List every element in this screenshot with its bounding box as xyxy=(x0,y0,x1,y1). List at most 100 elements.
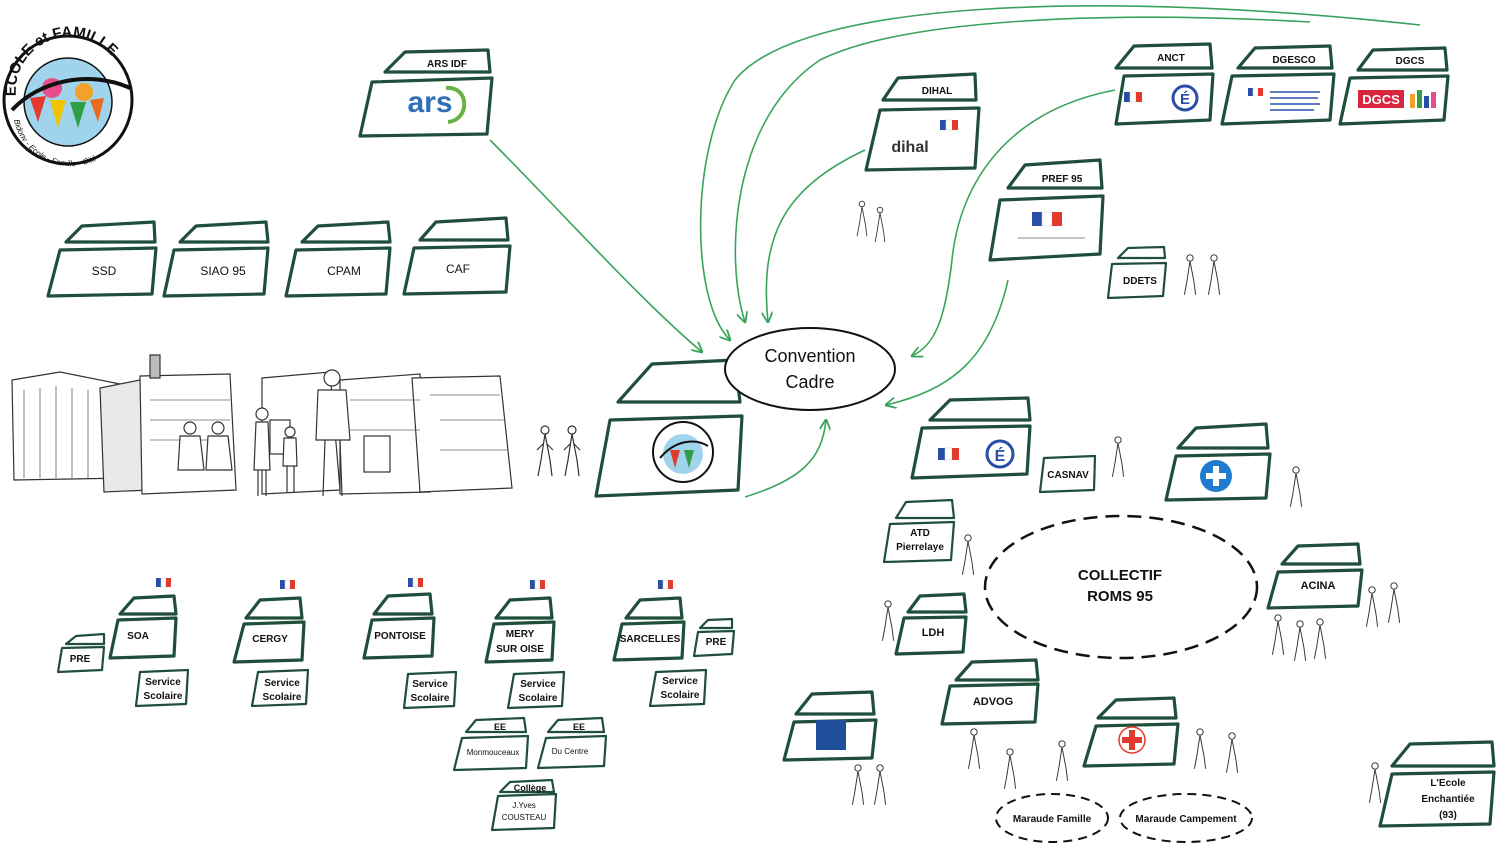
house-label-pref: PREF 95 xyxy=(1042,174,1083,185)
house-ee-du-centre: EE Du Centre xyxy=(536,716,608,770)
label-cergy: CERGY xyxy=(252,634,288,645)
svg-text:Service: Service xyxy=(145,677,181,688)
label-cpam: CPAM xyxy=(327,264,361,278)
svg-text:É: É xyxy=(995,446,1006,465)
svg-text:Service: Service xyxy=(264,678,300,689)
svg-text:EE: EE xyxy=(573,722,585,732)
dgesco-logo-lines xyxy=(1270,91,1320,111)
enchantee-line1: L'Ecole xyxy=(1430,778,1466,789)
svg-text:Scolaire: Scolaire xyxy=(519,693,558,704)
house-anct: ANCT É xyxy=(1114,42,1215,126)
collectif-line1: COLLECTIF xyxy=(1078,567,1162,584)
house-soa: SOA Service Scolaire xyxy=(108,577,190,708)
arrow-anct-to-convention xyxy=(912,89,1116,356)
house-sarcelles: SARCELLES Service Scolaire xyxy=(612,579,708,708)
svg-text:Service: Service xyxy=(520,679,556,690)
house-casnav: CASNAV xyxy=(1038,454,1097,494)
label-pontoise: PONTOISE xyxy=(374,631,426,642)
enchantee-line2: Enchantiée xyxy=(1421,794,1475,805)
house-mery-sur-oise: MERY SUR OISE Service Scolaire xyxy=(484,579,566,710)
ministry-e-icon xyxy=(1171,84,1199,112)
house-education-nationale: É xyxy=(910,396,1032,480)
label-atd-line2: Pierrelaye xyxy=(896,542,944,553)
house-ecole-famille-center xyxy=(594,358,744,498)
arrow-dihal-to-convention xyxy=(766,149,866,322)
ministry-e-icon xyxy=(985,439,1015,469)
dihal-logo-text: dihal xyxy=(891,139,928,156)
label-ssd: SSD xyxy=(92,264,117,278)
collectif-line2: ROMS 95 xyxy=(1087,588,1153,605)
house-pref-95: PREF 95 xyxy=(988,158,1105,262)
label-pre-left: PRE xyxy=(70,654,91,665)
house-label-dgesco: DGESCO xyxy=(1272,55,1316,66)
label-maraude-famille: Maraude Famille xyxy=(1013,814,1092,825)
svg-text:J.Yves: J.Yves xyxy=(512,801,536,810)
house-samu-social xyxy=(782,690,878,762)
house-pre-right: PRE xyxy=(692,617,736,658)
house-cpam: CPAM xyxy=(284,220,392,298)
label-casnav: CASNAV xyxy=(1047,470,1089,481)
label-atd-line1: ATD xyxy=(910,528,930,539)
dgcs-logo-text: DGCS xyxy=(1362,92,1400,107)
ecole-famille-logo: ECOLE et FAMILLE Bidonv - Ecole - Famill… xyxy=(2,24,134,168)
arrow-ecole-famille-to-convention xyxy=(744,420,826,498)
ars-logo-text: ars xyxy=(407,86,452,119)
house-label-ddets: DDETS xyxy=(1123,276,1157,287)
samu-logo-box xyxy=(816,720,846,750)
house-ddets: DDETS xyxy=(1106,245,1168,300)
label-mery-1: MERY xyxy=(506,629,535,640)
ars-logo-swoosh xyxy=(445,86,467,124)
maraude-campement: Maraude Campement xyxy=(1119,793,1253,843)
svg-text:Scolaire: Scolaire xyxy=(263,692,302,703)
svg-text:Scolaire: Scolaire xyxy=(411,693,450,704)
service-row: SSD SIAO 95 CPAM CAF xyxy=(46,216,512,298)
house-red-cross xyxy=(1082,696,1180,768)
dgcs-logo-box xyxy=(1358,90,1404,108)
house-advog: ADVOG xyxy=(940,658,1040,726)
svg-text:Service: Service xyxy=(662,676,698,687)
convention-cadre-node: Convention Cadre xyxy=(724,327,896,411)
label-ldh: LDH xyxy=(922,627,945,639)
house-ssd: SSD xyxy=(46,220,158,298)
house-atd-pierrelaye: ATD Pierrelaye xyxy=(882,498,956,564)
svg-text:Du Centre: Du Centre xyxy=(552,747,589,756)
svg-text:EE: EE xyxy=(494,722,506,732)
house-ars-idf: ARS IDF ars xyxy=(358,48,494,138)
convention-line2: Cadre xyxy=(785,372,834,392)
communes-row: PRE SOA Service Scolaire CERGY Service S… xyxy=(56,577,736,832)
house-medical xyxy=(1164,422,1272,502)
arrow-dgesco-to-convention xyxy=(734,16,1311,322)
arrow-dgcs-to-convention xyxy=(699,5,1421,340)
house-label-ars: ARS IDF xyxy=(427,59,467,70)
house-cergy: CERGY Service Scolaire xyxy=(232,579,310,708)
svg-text:É: É xyxy=(1180,91,1190,108)
label-advog: ADVOG xyxy=(973,696,1013,708)
label-pre-right: PRE xyxy=(706,637,727,648)
svg-text:COUSTEAU: COUSTEAU xyxy=(502,813,547,822)
house-ldh: LDH xyxy=(894,592,968,656)
house-college-cousteau: Collège J.Yves COUSTEAU xyxy=(490,778,558,832)
house-ee-monmouceaux: EE Monmouceaux xyxy=(452,716,530,772)
flag-blue xyxy=(940,120,946,130)
label-siao: SIAO 95 xyxy=(200,264,246,278)
house-caf: CAF xyxy=(402,216,512,296)
label-soa: SOA xyxy=(127,631,149,642)
svg-text:Scolaire: Scolaire xyxy=(661,690,700,701)
house-pontoise: PONTOISE Service Scolaire xyxy=(362,577,458,710)
convention-line1: Convention xyxy=(764,346,855,366)
house-ecole-enchantee: L'Ecole Enchantiée (93) xyxy=(1378,740,1496,828)
house-siao-95: SIAO 95 xyxy=(162,220,270,298)
shantytown-illustration xyxy=(11,354,513,497)
svg-text:Service: Service xyxy=(412,679,448,690)
svg-text:Monmouceaux: Monmouceaux xyxy=(467,748,519,757)
svg-text:Collège: Collège xyxy=(514,783,547,793)
svg-text:Scolaire: Scolaire xyxy=(144,691,183,702)
arrow-ars-to-convention xyxy=(489,139,702,352)
label-sarcelles: SARCELLES xyxy=(620,634,681,645)
connection-arrows xyxy=(489,5,1421,498)
house-label-anct: ANCT xyxy=(1157,53,1185,64)
collectif-roms-95: COLLECTIF ROMS 95 xyxy=(983,514,1259,660)
house-dgesco: DGESCO xyxy=(1220,44,1336,126)
house-dihal: DIHAL dihal xyxy=(864,72,981,172)
house-label-dgcs: DGCS xyxy=(1396,56,1425,67)
